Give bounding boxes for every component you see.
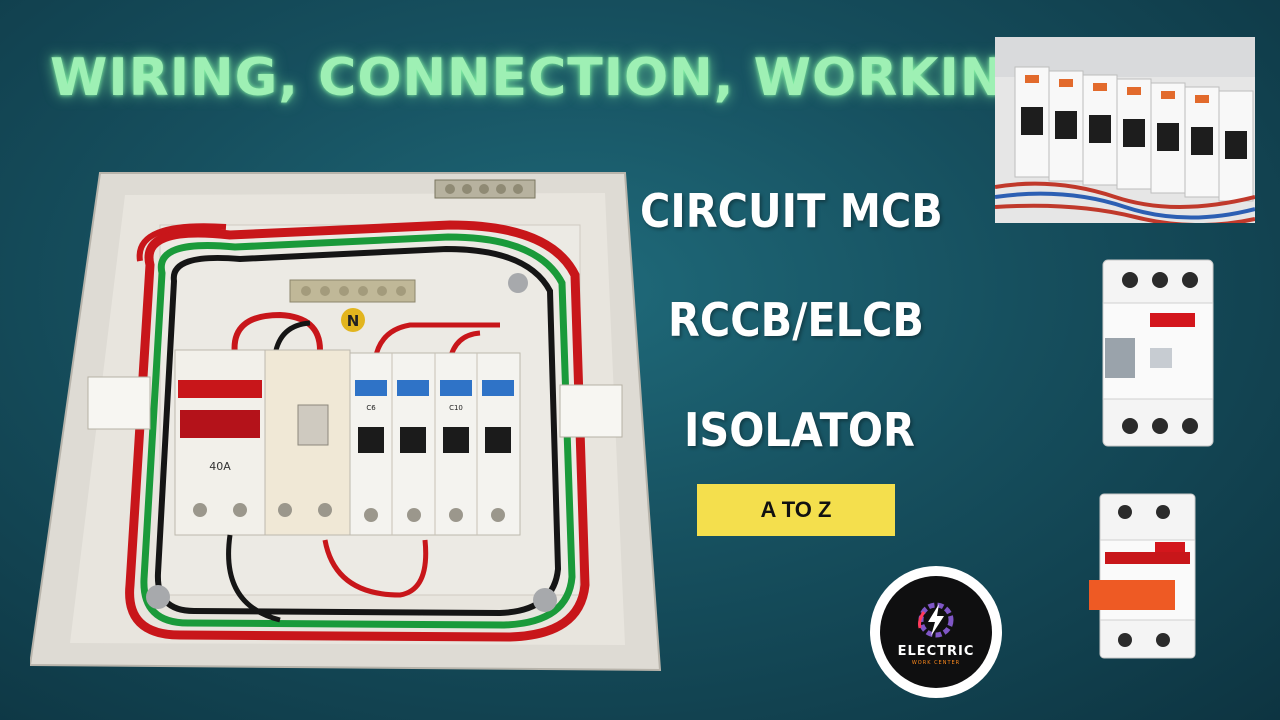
topic-rccb-elcb: RCCB/ELCB <box>668 293 924 347</box>
rccb-photo <box>1102 259 1214 447</box>
lightning-gear-icon <box>918 602 954 638</box>
logo-word: ELECTRIC <box>897 644 975 659</box>
topic-isolator: ISOLATOR <box>684 403 915 457</box>
isolator-rating: 40A <box>209 460 231 473</box>
neutral-label: N <box>347 312 360 330</box>
headline: WIRING, CONNECTION, WORKING <box>50 48 1049 108</box>
channel-logo: ELECTRIC WORK CENTER <box>870 566 1002 698</box>
distribution-board-photo: N 40A C6 C10 <box>30 172 662 672</box>
logo-inner-circle: ELECTRIC WORK CENTER <box>880 576 992 688</box>
breaker-c10-label: C10 <box>449 404 463 412</box>
logo-subtitle: WORK CENTER <box>911 660 961 666</box>
breaker-c6-label: C6 <box>366 404 376 412</box>
topic-circuit-mcb: CIRCUIT MCB <box>640 184 943 238</box>
isolator-photo <box>1089 493 1196 659</box>
a-to-z-badge: A TO Z <box>697 484 895 536</box>
breaker-row-photo <box>995 37 1255 223</box>
